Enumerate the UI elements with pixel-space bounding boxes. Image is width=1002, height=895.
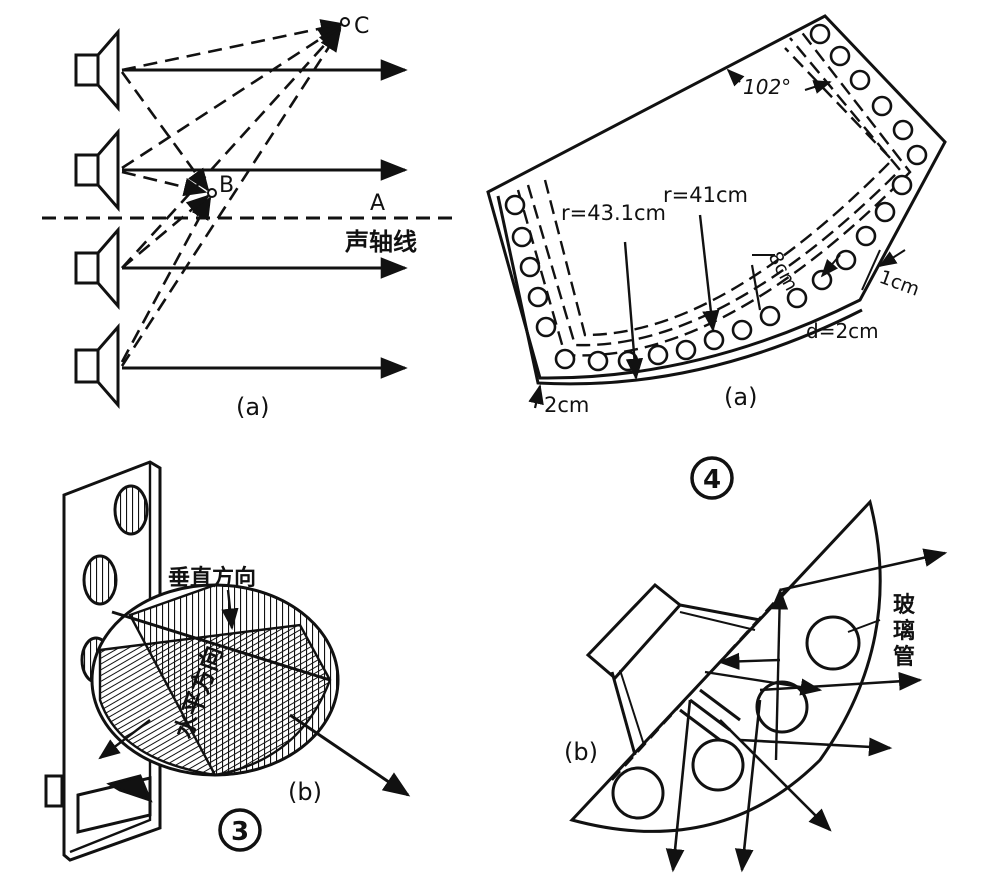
diameter-label: d=2cm (806, 319, 879, 343)
curved-array-diagram (486, 14, 947, 409)
speaker-icon (74, 27, 120, 113)
caption-b-right: (b) (564, 738, 598, 766)
caption-a-left: (a) (236, 393, 269, 421)
outer-radius-label: r=43.1cm (561, 201, 666, 225)
figure-4-number: 4 (703, 465, 721, 495)
speaker-icon (74, 127, 120, 213)
speaker-icon (74, 225, 120, 311)
point-b-label: B (219, 173, 234, 198)
tube-label-char: 玻 (893, 593, 916, 618)
glass-tube-diagram (569, 498, 948, 873)
figure-number-badge (218, 808, 262, 852)
angle-label: 102° (743, 75, 791, 99)
spacing-label: 1cm (876, 266, 922, 301)
caption-b-left: (b) (288, 778, 322, 806)
inner-radius-label: r=41cm (663, 183, 748, 207)
sound-axis-label: 声轴线 (344, 228, 417, 256)
speaker-panel-diagram (44, 460, 411, 862)
figure-3-number: 3 (231, 817, 249, 847)
caption-a-right: (a) (724, 383, 757, 411)
tube-label-char: 璃 (893, 618, 915, 644)
edge-label: 2cm (544, 393, 589, 417)
point-a-label: A (370, 191, 385, 216)
speaker-array-diagram (42, 17, 455, 410)
point-c-label: C (354, 14, 369, 39)
tube-label-char: 管 (893, 644, 915, 670)
speaker-icon (74, 322, 120, 410)
figure-number-badge (690, 456, 734, 500)
vertical-direction-label: 垂直方向 (168, 565, 256, 591)
